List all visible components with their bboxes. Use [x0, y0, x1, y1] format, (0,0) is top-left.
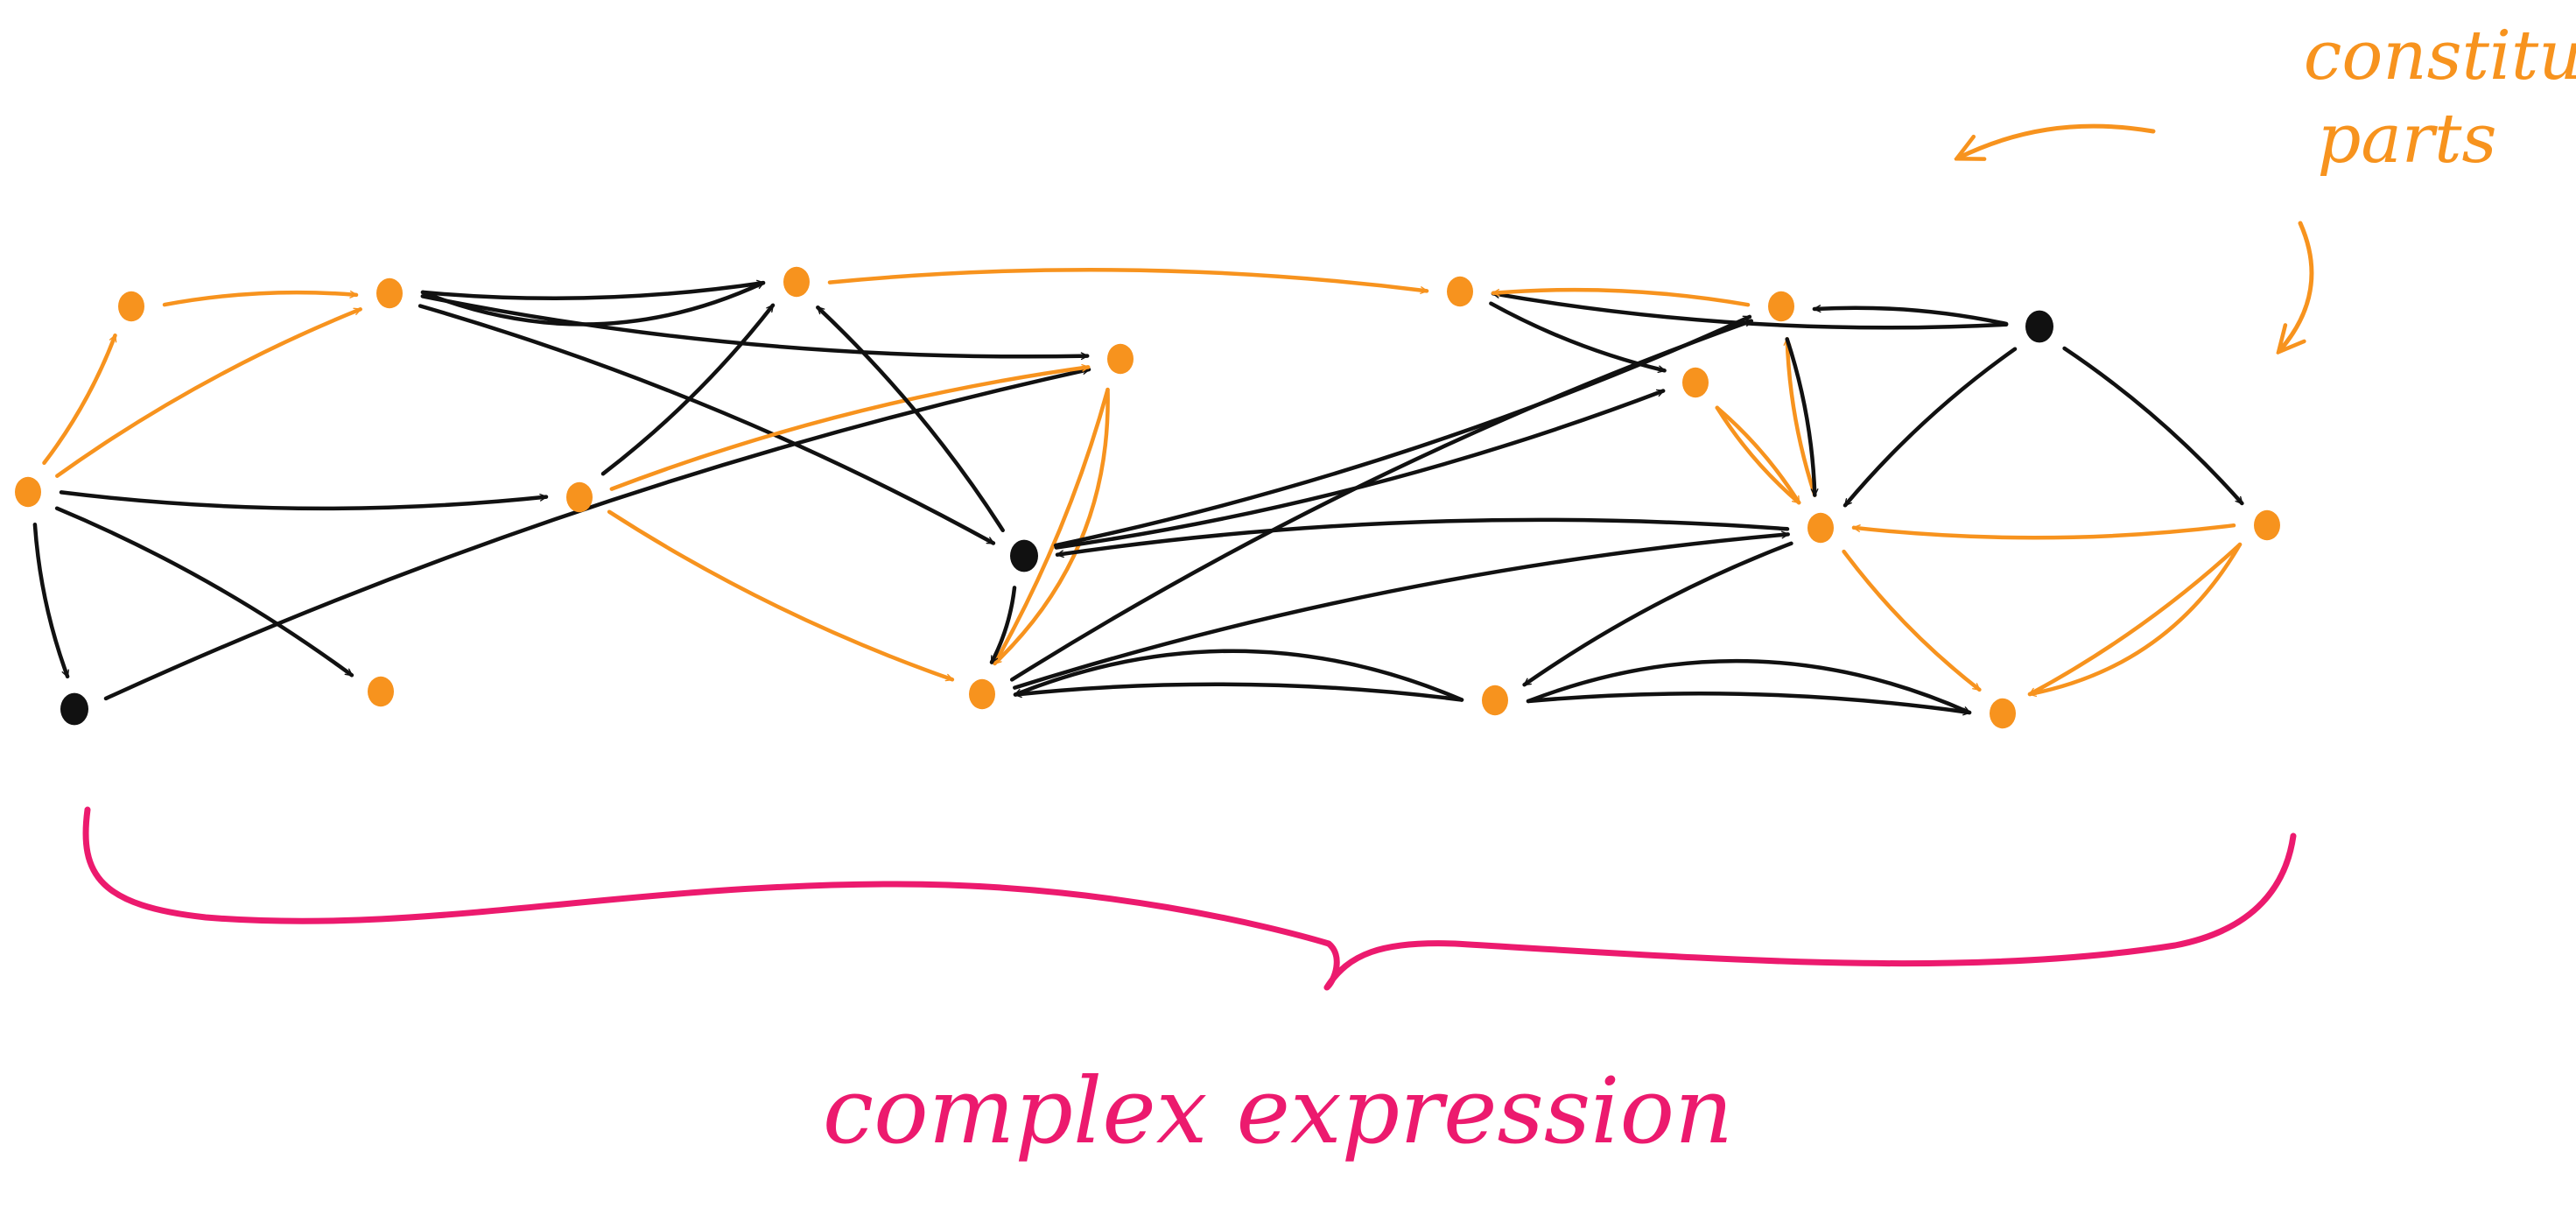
graph-edges	[32, 267, 2244, 715]
node-n5	[566, 481, 593, 513]
edge-n10-to-n17	[1715, 405, 1801, 505]
annotation-arrow-left	[1959, 123, 2156, 158]
edge-n7-to-n12	[993, 387, 1110, 666]
edge-n12-to-n16	[1013, 534, 1790, 690]
edge-n15-to-n9	[1491, 287, 1751, 307]
edge-n17-to-n13	[1522, 541, 1793, 687]
node-n10	[1682, 367, 1709, 398]
edge-n17-to-n11	[1055, 517, 1790, 555]
edge-n13-to-n12	[1013, 682, 1464, 702]
edge-n15-to-n17	[1785, 337, 1815, 497]
edge-n17-to-n19	[1842, 549, 1982, 692]
edge-n13-to-n19	[1526, 658, 1972, 715]
edge-n3-to-n9	[827, 267, 1429, 291]
node-n11	[1010, 539, 1038, 572]
annotation-line-1: constituent	[2304, 17, 2576, 95]
node-n16	[1807, 512, 1834, 544]
edge-n5-to-n12	[607, 509, 955, 682]
edge-n2-to-n3	[420, 283, 766, 301]
edge-n4-to-n20	[32, 522, 70, 679]
edge-n2-to-n7	[420, 294, 1090, 356]
edge-n14-to-n9	[1491, 293, 2009, 330]
edge-n11-to-n3	[816, 305, 1005, 533]
node-n8	[60, 692, 88, 726]
edge-n7-to-n12	[993, 387, 1110, 666]
edge-n18-to-n19	[2027, 542, 2243, 694]
edge-n5-to-n7	[609, 367, 1091, 491]
edge-n16-to-n15	[1787, 337, 1817, 497]
edge-n12-to-n15	[1009, 319, 1754, 682]
edge-n2-to-n11	[418, 304, 996, 545]
edge-n14-to-n17	[1843, 347, 2018, 508]
edge-n4-to-n6	[54, 506, 354, 678]
curly-brace	[82, 806, 2297, 991]
node-n2	[376, 277, 403, 309]
node-n19	[1990, 698, 2016, 729]
node-n4	[15, 476, 41, 508]
edge-n4-to-n1	[42, 333, 117, 466]
edge-n20-to-n7	[103, 369, 1091, 701]
annotation-constituent-parts: constituent parts	[1959, 17, 2576, 350]
node-n7	[1107, 343, 1134, 375]
node-n3	[783, 266, 810, 298]
node-n18	[2254, 509, 2280, 541]
node-n9	[1447, 276, 1473, 307]
caption-complex-expression: complex expression	[823, 1057, 1733, 1164]
node-n6	[368, 676, 394, 707]
edge-n11-to-n12	[989, 586, 1017, 664]
edge-n18-to-n17	[1851, 523, 2236, 540]
edge-n5-to-n3	[600, 303, 776, 476]
node-n13	[1482, 685, 1508, 716]
node-n12	[969, 678, 995, 710]
edge-n13-to-n12	[1013, 649, 1464, 702]
node-n14	[2025, 310, 2053, 343]
edge-n4-to-n2	[55, 307, 362, 478]
edge-n18-to-n19	[2027, 542, 2243, 697]
edge-n11-to-n15	[1053, 314, 1752, 548]
edge-n14-to-n15	[1812, 308, 2009, 327]
edge-n10-to-n16	[1715, 405, 1801, 505]
annotation-line-2: parts	[2317, 100, 2496, 179]
edge-n14-to-n18	[2062, 346, 2244, 506]
edge-n13-to-n19	[1526, 692, 1972, 713]
node-n1	[118, 291, 144, 322]
node-n15	[1768, 291, 1794, 322]
graph-nodes	[15, 266, 2280, 729]
annotation-arrow-down	[2280, 221, 2314, 350]
edge-n1-to-n2	[162, 290, 359, 307]
edge-n4-to-n5	[59, 490, 549, 511]
